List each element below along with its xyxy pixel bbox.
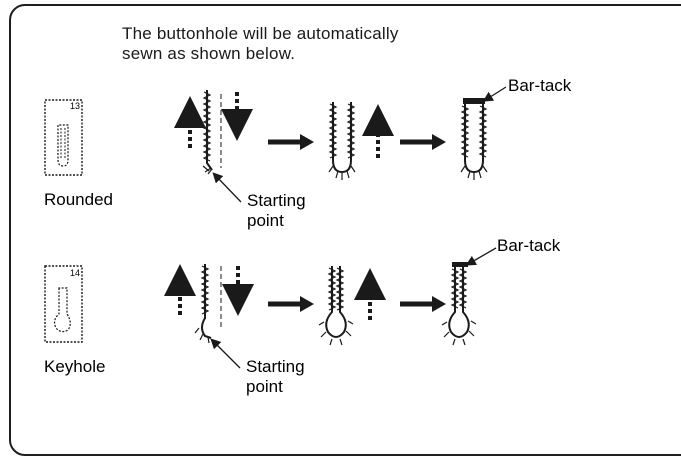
intro-text: The buttonhole will be automatically sew…	[122, 24, 399, 64]
keyhole-pattern-icon: 14	[44, 265, 83, 343]
rounded-step-1: Starting point	[174, 90, 306, 230]
rounded-label: Rounded	[44, 190, 113, 209]
keyhole-row: 14 Keyhole Starting point	[44, 236, 561, 396]
keyhole-bartack-label: Bar-tack	[497, 236, 561, 255]
intro-line-2: sewn as shown below.	[122, 44, 296, 63]
rounded-start-label-2: point	[247, 211, 284, 230]
keyhole-start-label-2: point	[246, 377, 283, 396]
rounded-pattern-icon: 13	[44, 99, 83, 176]
keyhole-step-2	[318, 266, 386, 346]
rounded-bartack-label: Bar-tack	[508, 76, 572, 95]
keyhole-pattern-number: 14	[70, 268, 80, 278]
keyhole-label: Keyhole	[44, 357, 105, 376]
diagram-frame	[9, 4, 681, 456]
keyhole-flow-arrow-2-head	[432, 296, 446, 312]
keyhole-step-1: Starting point	[164, 264, 305, 396]
rounded-pattern-number: 13	[70, 101, 80, 111]
rounded-row: 13 Rounded Starting point	[44, 76, 572, 230]
rounded-step-3: Bar-tack	[460, 76, 572, 180]
rounded-start-label-1: Starting	[247, 191, 306, 210]
rounded-step-2	[328, 102, 394, 180]
rounded-flow-arrow-2-head	[432, 134, 446, 150]
keyhole-start-label-1: Starting	[246, 357, 305, 376]
rounded-flow-arrow-1-head	[300, 134, 314, 150]
intro-line-1: The buttonhole will be automatically	[122, 24, 399, 43]
keyhole-flow-arrow-1-head	[300, 296, 314, 312]
keyhole-step-3: Bar-tack	[441, 236, 561, 346]
